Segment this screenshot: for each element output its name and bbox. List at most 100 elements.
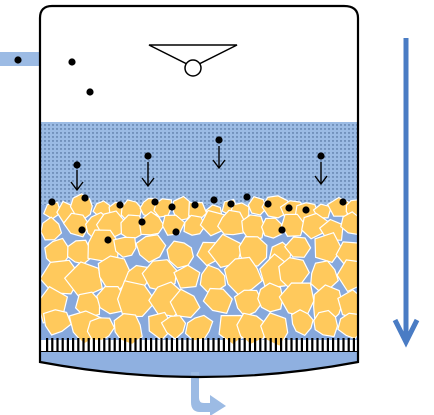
underdrain-tooth-31 [207,338,210,352]
particle-17 [285,204,293,212]
particle-2 [86,88,94,96]
media-grain-62 [74,291,101,319]
particle-1 [68,58,76,66]
underdrain-tooth-8 [87,338,90,352]
underdrain-tooth-51 [311,338,314,352]
particle-5 [215,136,223,144]
media-grain-85 [337,312,358,340]
flow-direction-arrow [392,38,420,348]
underdrain-tooth-19 [144,338,147,352]
underdrain-tooth-20 [150,338,153,352]
particle-24 [278,226,286,234]
media-grain-13 [247,195,268,216]
settling-arrows [70,146,328,192]
filter-media [40,193,358,348]
underdrain-tooth-13 [113,338,116,352]
underdrain-tooth-23 [165,338,168,352]
underdrain-tooth-5 [72,338,75,352]
media-grain-33 [301,212,329,240]
particle-9 [116,201,124,209]
media-grain-31 [260,217,283,239]
underdrain-tooth-58 [347,338,350,352]
underdrain-tooth-36 [233,338,236,352]
media-grain-26 [161,214,186,236]
particle-16 [264,200,272,208]
particle-8 [81,194,89,202]
underdrain-tooth-54 [326,338,329,352]
underdrain-tooth-24 [170,338,173,352]
outflow-pipe [191,372,226,415]
underdrain-tooth-35 [228,338,231,352]
underdrain-tooth-59 [352,338,355,352]
underdrain-tooth-52 [316,338,319,352]
underdrain-tooth-18 [139,338,142,352]
media-grain-27 [183,214,206,236]
underdrain-tooth-0 [46,338,49,352]
media-grain-67 [202,287,233,314]
underdrain-tooth-2 [56,338,59,352]
tank-outline [38,4,360,379]
media-grain-76 [113,312,143,346]
media-grain-84 [313,309,339,338]
particle-22 [104,236,112,244]
underdrain-tooth-50 [306,338,309,352]
underdrain-tooth-6 [77,338,80,352]
underdrain-tooth-34 [222,338,225,352]
particle-23 [172,228,180,236]
underdrain-tooth-10 [98,338,101,352]
particle-15 [243,193,251,201]
underdrain-tooth-17 [134,338,137,352]
underdrain-tooth-41 [259,338,262,352]
media-grain-54 [173,264,201,289]
underdrain-tooth-48 [295,338,298,352]
underdrain-tooth-33 [217,338,220,352]
underdrain-tooth-15 [124,338,127,352]
underdrain-tooth-38 [243,338,246,352]
particle-3 [73,161,81,169]
small-down-arrow-icon [70,170,84,192]
media-grain-59 [310,260,339,292]
underdrain-tooth-4 [66,338,69,352]
media-grain-46 [284,236,312,258]
particle-14 [227,200,235,208]
particle-11 [168,203,176,211]
underdrain-tooth-16 [129,338,132,352]
media-grain-39 [113,236,137,258]
underdrain-tooth-12 [108,338,111,352]
underdrain-tooth-21 [155,338,158,352]
particles [14,56,347,244]
underdrain-tooth-1 [51,338,54,352]
small-down-arrow-icon [141,162,155,188]
particle-7 [48,198,56,206]
particle-18 [302,206,310,214]
underdrain-tooth-39 [248,338,251,352]
particle-12 [191,201,199,209]
media-grain-60 [336,259,358,293]
underdrain-tooth-53 [321,338,324,352]
media-grain-73 [42,309,72,336]
underdrain-tooth-47 [290,338,293,352]
underdrain-tooth-22 [160,338,163,352]
particle-4 [144,152,152,160]
underdrain-tooth-27 [186,338,189,352]
underdrain-floor [40,352,358,377]
underdrain-tooth-3 [61,338,64,352]
underdrain-tooth-43 [269,338,272,352]
particle-19 [339,198,347,206]
media-grain-20 [40,216,63,241]
underdrain-tooth-45 [280,338,283,352]
underdrain-tooth-28 [191,338,194,352]
small-down-arrow-icon [212,146,226,170]
underdrain-tooth-11 [103,338,106,352]
underdrain-tooth-37 [238,338,241,352]
underdrain-tooth-49 [300,338,303,352]
underdrain-tooth-25 [176,338,179,352]
underdrain-tooth-42 [264,338,267,352]
media-grain-83 [290,309,314,337]
water-layer [40,122,358,212]
particle-0 [14,56,22,64]
media-grain-40 [135,234,167,264]
small-down-arrow-icon [314,162,328,186]
underdrain-tooth-7 [82,338,85,352]
underdrain-tooth-44 [274,338,277,352]
